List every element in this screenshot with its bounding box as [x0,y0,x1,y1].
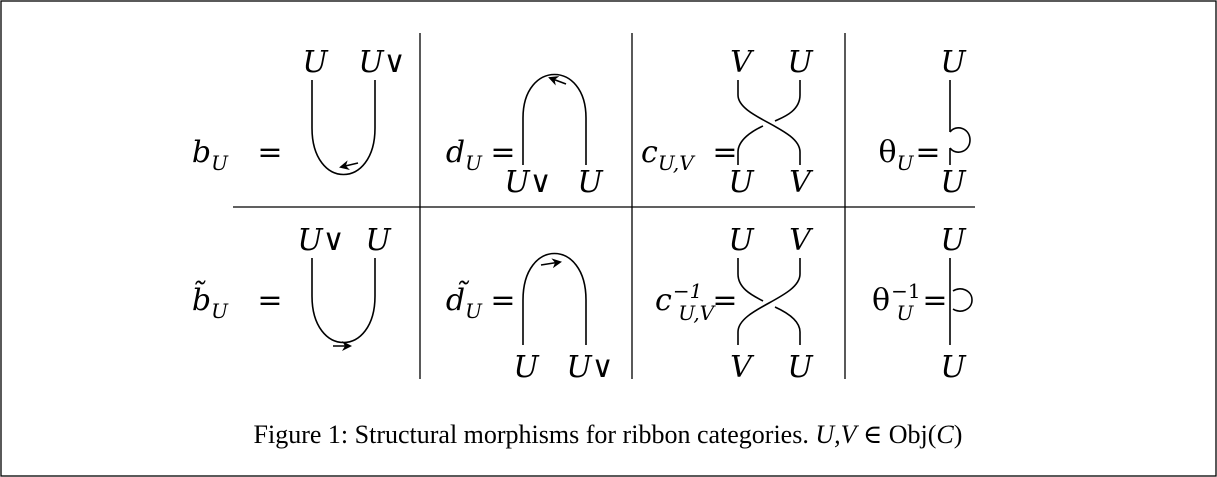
over-strand-c [737,80,801,165]
top-label-btilde-2: U [365,223,392,258]
lhs-btilde: b̃U [192,280,229,323]
bottom-label-thetainv: U [940,350,967,385]
figure-caption: Figure 1: Structural morphisms for ribbo… [254,420,963,449]
arrow-d [548,76,567,86]
bottom-label-d-1: U∨ [504,165,551,200]
lhs-d: dU [446,135,483,175]
bottom-label-c-2: V [789,165,814,200]
arrow-b [339,160,359,171]
bottom-label-cinv-1: V [730,350,755,385]
equals-theta: = [915,135,940,170]
equals-cinv: = [712,283,737,318]
top-label-cinv-2: V [789,223,814,258]
lhs-c: cU,V [641,135,696,175]
equals-b: = [257,135,282,170]
bottom-label-c-1: U [728,165,755,200]
equals-btilde: = [257,283,282,318]
cell-dtilde: d̃U = U U∨ [446,252,614,385]
top-label-c-2: U [787,45,814,80]
top-label-cinv-1: U [728,223,755,258]
top-label-theta: U [940,45,967,80]
cell-theta: θU = U U [879,45,971,200]
equals-dtilde: = [490,283,515,318]
over-strand-cinv [737,258,801,345]
top-label-b-2: U∨ [358,45,405,80]
bottom-label-d-2: U [577,165,604,200]
twist-loop-theta [949,127,971,153]
equals-d: = [490,135,515,170]
under-strand-cinv-bottom [774,306,801,345]
cup-strand-b [311,80,376,176]
cell-btilde: b̃U = U∨ U [192,223,392,351]
lhs-b: bU [192,135,229,175]
cap-strand-d [522,73,587,165]
cell-b: bU = U U∨ [192,45,406,176]
bottom-label-theta: U [940,165,967,200]
equals-thetainv: = [922,283,947,318]
under-strand-cinv-top [737,258,764,302]
lhs-theta: θU [879,135,915,175]
top-label-thetainv: U [940,223,967,258]
twist-loop-thetainv [952,288,973,312]
equals-c: = [712,135,737,170]
lhs-dtilde: d̃U [446,280,483,323]
bottom-label-dtilde-2: U∨ [566,350,613,385]
cup-strand-btilde [311,258,376,344]
top-label-btilde-1: U∨ [297,223,344,258]
bottom-label-cinv-2: U [787,350,814,385]
cell-d: dU = U∨ U [446,73,604,200]
cap-strand-dtilde [522,252,587,345]
under-strand-c-top [774,80,801,122]
bottom-label-dtilde-1: U [513,350,540,385]
under-strand-c-bottom [737,125,764,165]
arrow-dtilde [540,258,562,269]
top-label-c-1: V [730,45,755,80]
cell-c: cU,V = V U U V [641,45,814,200]
top-label-b-1: U [302,45,329,80]
